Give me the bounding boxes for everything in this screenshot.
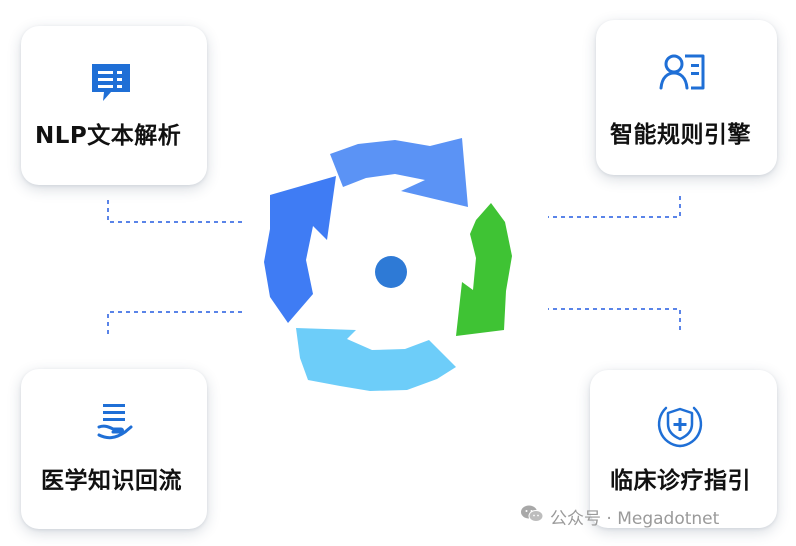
connector-bottom-left	[107, 311, 242, 334]
node-card-rule-engine: 智能规则引擎	[596, 20, 777, 175]
shield-plus-icon	[656, 400, 704, 452]
watermark: 公众号 · Megadotnet	[520, 504, 719, 529]
connector-top-right	[548, 196, 681, 218]
node-card-knowledge: 医学知识回流	[21, 369, 207, 529]
node-label: NLP文本解析	[35, 123, 182, 149]
wechat-icon	[520, 504, 544, 529]
user-list-icon	[659, 50, 707, 98]
node-label: 智能规则引擎	[610, 122, 751, 148]
node-label: 临床诊疗指引	[610, 468, 751, 494]
node-card-clinical-guide: 临床诊疗指引	[590, 370, 777, 528]
hand-document-icon	[95, 401, 135, 447]
arrow-top	[330, 138, 468, 207]
connector-bottom-right	[548, 308, 681, 330]
arrow-left	[264, 176, 336, 323]
node-card-nlp: NLP文本解析	[21, 26, 207, 185]
connector-top-left	[107, 200, 242, 223]
node-label: 医学知识回流	[41, 468, 182, 494]
arrow-bottom	[296, 328, 456, 391]
watermark-text: 公众号 · Megadotnet	[550, 509, 720, 529]
chat-message-icon	[89, 60, 133, 108]
center-dot	[375, 256, 407, 288]
arrow-right	[456, 203, 512, 336]
